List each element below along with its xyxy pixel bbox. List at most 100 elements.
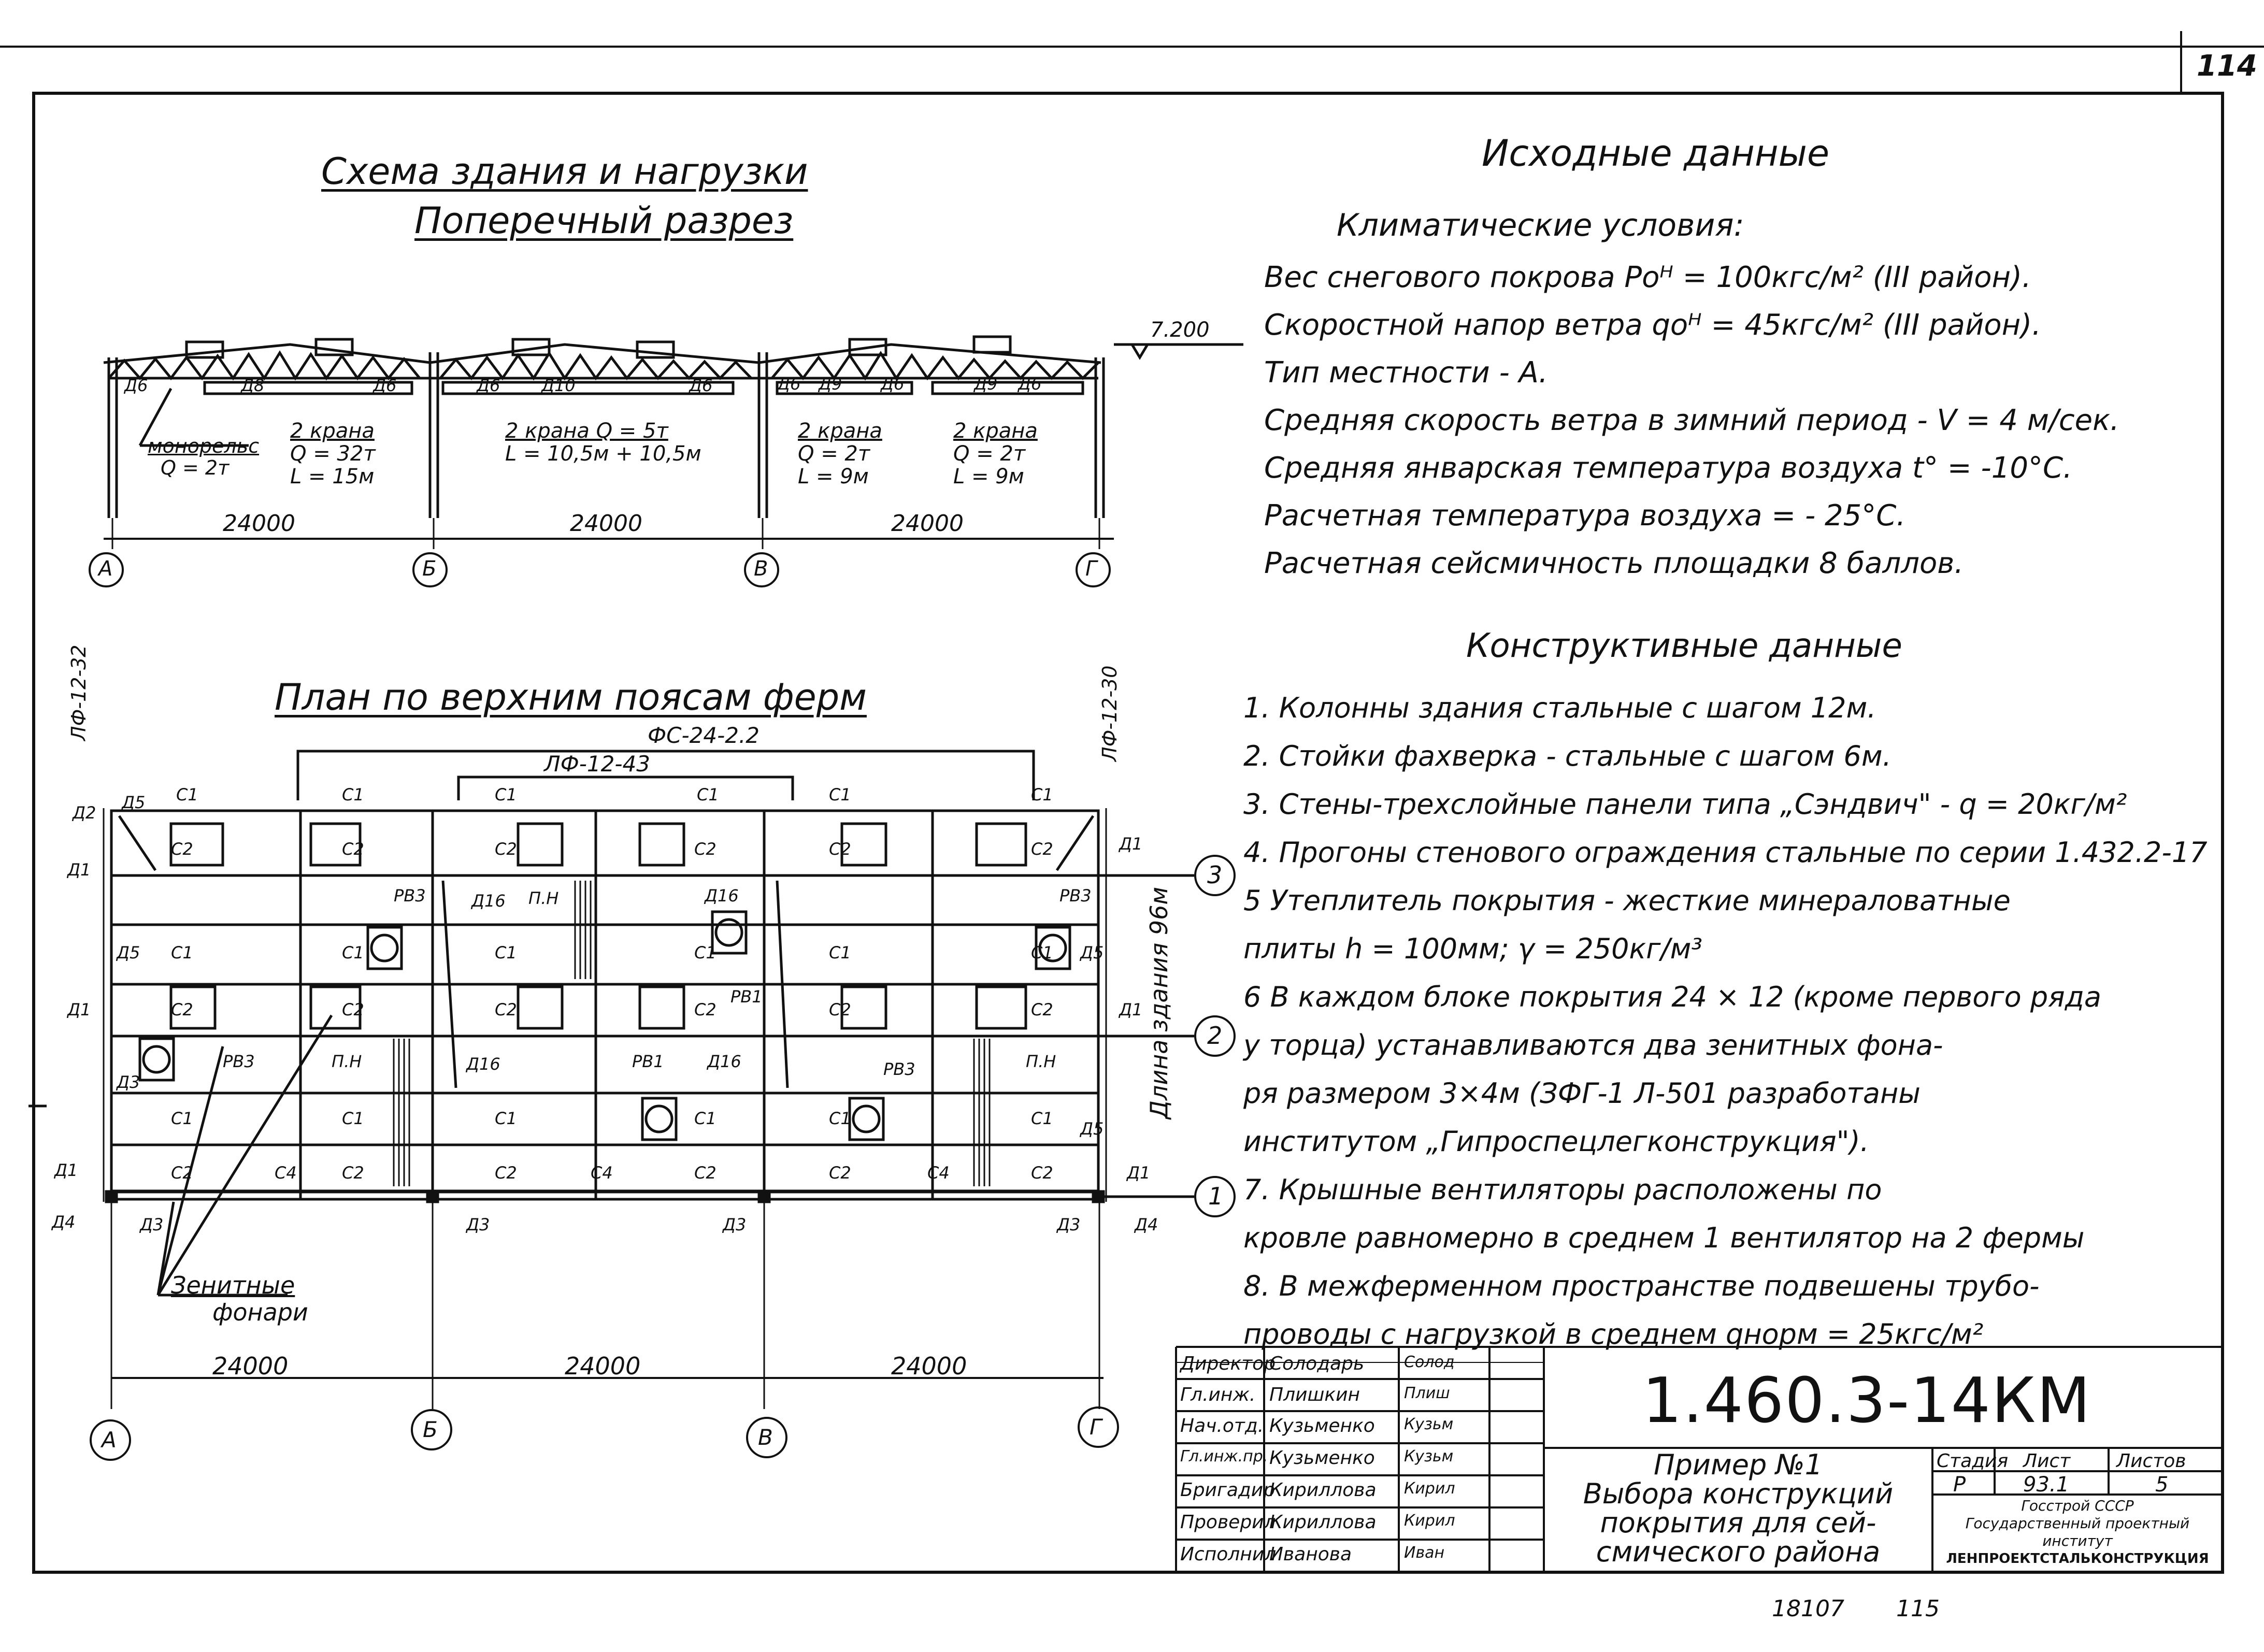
tag-c2-10: С2 (694, 1000, 717, 1019)
constructive-line-11: 7. Крышные вентиляторы расположены по (1243, 1173, 1882, 1206)
plan-title: План по верхним поясам ферм (275, 676, 867, 719)
stamp-sign-1: Солод (1404, 1353, 1455, 1371)
stamp-sign-7: Иван (1404, 1544, 1445, 1562)
tag-c1-12: С1 (1031, 943, 1053, 963)
climatic-line-3: Тип местности - А. (1264, 356, 1548, 390)
bottom-note-left: 18107 (1772, 1596, 1844, 1622)
tag-c1-5: С1 (829, 785, 851, 805)
stamp-role-6: Проверил (1180, 1512, 1276, 1533)
tag-c2-9: С2 (495, 1000, 517, 1019)
stamp-name-6: Кириллова (1269, 1512, 1377, 1533)
tag-pn-1: П.Н (528, 888, 558, 908)
tag-c1-8: С1 (342, 943, 364, 963)
tag-c1-2: С1 (342, 785, 364, 805)
constructive-list: 1. Колонны здания стальные с шагом 12м. … (1243, 684, 2208, 1358)
tag-c4-2: С4 (591, 1163, 613, 1183)
crane-label-5: 2 крана Q = 2т L = 9м (953, 419, 1038, 489)
axis-label-a-top: А (98, 557, 113, 581)
constructive-line-4: 4. Прогоны стенового ограждения стальные… (1243, 836, 2208, 869)
tag-c1-18: С1 (1031, 1109, 1053, 1128)
bottom-note-right: 115 (1896, 1596, 1940, 1622)
tag-d6-5: Д6 (776, 374, 800, 394)
stamp-role-4: Гл.инж.пр. (1180, 1447, 1268, 1466)
tag-pn-3: П.Н (1026, 1052, 1056, 1071)
tag-c2-18: С2 (1031, 1163, 1053, 1183)
constructive-line-10: институтом „Гипроспецлегконструкция"). (1243, 1125, 1869, 1158)
tag-d3-2: Д3 (139, 1215, 163, 1234)
tag-c2-15: С2 (495, 1163, 517, 1183)
tag-c1-14: С1 (342, 1109, 364, 1128)
tag-c2-11: С2 (829, 1000, 851, 1019)
crane-label-4: 2 крана Q = 2т L = 9м (798, 419, 882, 489)
tag-c4-1: С4 (275, 1163, 297, 1183)
crane-label-3: 2 крана Q = 5т L = 10,5м + 10,5м (505, 419, 701, 466)
tag-c1-7: С1 (171, 943, 193, 963)
tag-d6-3: Д6 (476, 376, 500, 395)
tag-c1-15: С1 (495, 1109, 517, 1128)
tag-rv3-2: РВ3 (1059, 886, 1092, 906)
climatic-line-7: Расчетная сейсмичность площадки 8 баллов… (1264, 547, 1964, 580)
tag-c2-16: С2 (694, 1163, 717, 1183)
axis-label-a-bottom: А (102, 1427, 117, 1453)
tag-d16-1: Д16 (470, 891, 506, 911)
axis-label-b-top: Б (422, 557, 437, 581)
constructive-line-1: 1. Колонны здания стальные с шагом 12м. (1243, 692, 1876, 724)
tag-d1-6: Д1 (1118, 834, 1142, 854)
sheet-header: Лист (2023, 1450, 2071, 1472)
tag-d4-1: Д4 (51, 1212, 75, 1232)
plan-span-dim-3: 24000 (891, 1352, 967, 1380)
tag-c2-1: С2 (171, 839, 193, 859)
tag-d5-4: Д5 (1079, 943, 1104, 963)
axis-label-g-bottom: Г (1090, 1414, 1102, 1440)
tag-d9-1: Д9 (818, 374, 842, 394)
constructive-line-2: 2. Стойки фахверка - стальные с шагом 6м… (1243, 740, 1892, 772)
stamp-role-1: Директор (1180, 1353, 1276, 1374)
tag-d16-2: Д16 (704, 886, 739, 906)
tag-d3-4: Д3 (722, 1215, 746, 1234)
stamp-sign-5: Кирил (1404, 1479, 1455, 1498)
tag-d3-3: Д3 (465, 1215, 490, 1234)
climatic-line-6: Расчетная температура воздуха = - 25°С. (1264, 499, 1906, 533)
scheme-title: Схема здания и нагрузки (321, 150, 808, 193)
lf-top-label: ЛФ-12-43 (544, 751, 650, 777)
tag-c1-6: С1 (1031, 785, 1053, 805)
tag-d2-1: Д2 (71, 803, 96, 823)
tag-d1-2: Д1 (66, 1000, 91, 1019)
stamp-sign-2: Плиш (1404, 1384, 1450, 1402)
tag-c1-10: С1 (694, 943, 717, 963)
tag-c2-7: С2 (171, 1000, 193, 1019)
stage-header: Стадия (1937, 1450, 2009, 1472)
constructive-line-6: плиты h = 100мм; γ = 250кг/м³ (1243, 932, 1703, 965)
tag-d6-7: Д6 (1017, 374, 1041, 394)
tag-d4-2: Д4 (1134, 1215, 1158, 1234)
elevation-mark: 7.200 (1150, 318, 1210, 342)
tag-c2-8: С2 (342, 1000, 364, 1019)
tag-c2-17: С2 (829, 1163, 851, 1183)
climatic-line-4: Средняя скорость ветра в зимний период -… (1264, 404, 2119, 437)
stamp-sign-3: Кузьм (1404, 1415, 1454, 1433)
tag-d16-4: Д16 (706, 1052, 741, 1071)
tag-c2-14: С2 (342, 1163, 364, 1183)
sheet-value: 93.1 (2023, 1473, 2070, 1497)
tag-rv3-3: РВ3 (223, 1052, 255, 1071)
tag-c1-3: С1 (495, 785, 517, 805)
stamp-sign-4: Кузьм (1404, 1447, 1454, 1466)
fs-label: ФС-24-2.2 (648, 723, 760, 748)
crane-label-1: монорельс Q = 2т (148, 435, 260, 479)
tag-d1-3: Д1 (53, 1160, 78, 1180)
climatic-line-5: Средняя январская температура воздуха t°… (1264, 451, 2072, 485)
tag-rv1-1: РВ1 (730, 987, 763, 1007)
constructive-line-13: 8. В межферменном пространстве подвешены… (1243, 1270, 2040, 1302)
climatic-line-2: Скоростной напор ветра qоᴴ = 45кгс/м² (I… (1264, 308, 2041, 342)
stamp-role-3: Нач.отд. (1180, 1415, 1264, 1436)
constructive-line-8: у торца) устанавливаются два зенитных фо… (1243, 1029, 1943, 1061)
constructive-heading: Конструктивные данные (1466, 627, 1902, 665)
stamp-name-1: Солодарь (1269, 1353, 1365, 1374)
constructive-line-14: проводы с нагрузкой в среднем qнорм = 25… (1243, 1318, 1984, 1351)
tag-c4-3: С4 (927, 1163, 950, 1183)
cross-section-drawing: 7.200 (89, 318, 1243, 587)
tag-d9-2: Д9 (973, 374, 997, 394)
